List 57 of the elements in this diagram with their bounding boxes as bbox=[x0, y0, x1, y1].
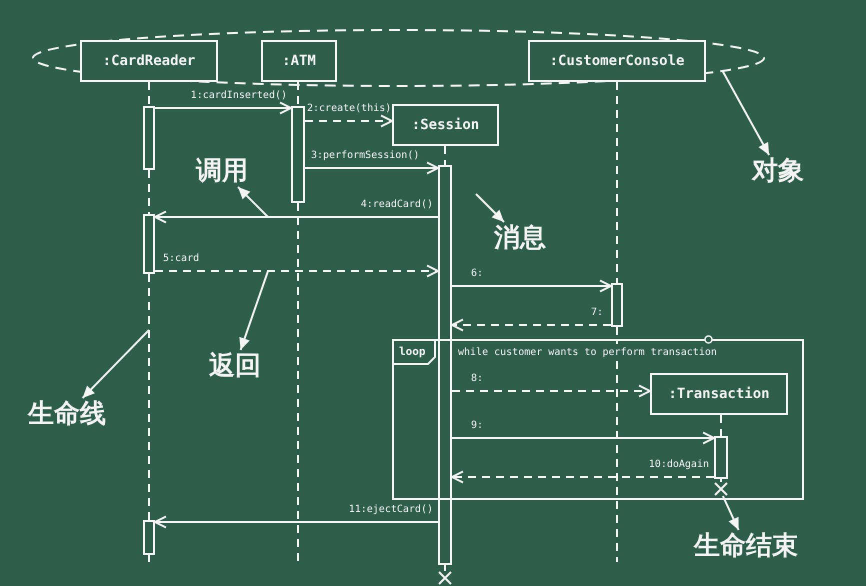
activation-bar bbox=[143, 106, 155, 170]
edge-label: 3:performSession() bbox=[310, 150, 420, 161]
message-arrow bbox=[452, 280, 612, 292]
lifeline bbox=[148, 170, 150, 214]
activation-bar bbox=[438, 165, 452, 565]
message-arrow bbox=[154, 210, 438, 224]
message-arrow bbox=[305, 162, 439, 174]
callout-label: 生命线 bbox=[28, 398, 106, 430]
message-arrow bbox=[154, 516, 438, 528]
lifeline bbox=[616, 326, 618, 563]
lifeline bbox=[720, 415, 722, 436]
message-arrow bbox=[451, 318, 611, 332]
message-arrow bbox=[155, 264, 439, 278]
leader-arrow bbox=[722, 71, 770, 156]
activation-bar bbox=[611, 283, 623, 327]
message-arrow bbox=[305, 114, 393, 128]
edge-label: 4:readCard() bbox=[360, 199, 434, 210]
leader-arrow bbox=[475, 193, 505, 223]
lifeline bbox=[148, 274, 150, 520]
message-arrow bbox=[155, 102, 292, 114]
loop-frame bbox=[392, 339, 804, 500]
object-box: :Session bbox=[392, 104, 499, 146]
object-box: :Transaction bbox=[650, 373, 788, 415]
frame-tag: loop bbox=[394, 341, 436, 365]
callout-label: 消息 bbox=[494, 222, 546, 254]
lifeline bbox=[720, 479, 722, 482]
lifeline bbox=[444, 565, 446, 571]
callout-label: 调用 bbox=[196, 155, 248, 187]
edge-label: 10:doAgain bbox=[648, 459, 710, 470]
activation-bar bbox=[143, 214, 155, 274]
lifeline bbox=[148, 555, 150, 562]
edge-label: 11:ejectCard() bbox=[348, 504, 434, 515]
lifeline bbox=[148, 82, 150, 106]
lifeline bbox=[444, 146, 446, 165]
activation-bar bbox=[291, 106, 305, 203]
guard-condition: while customer wants to perform transaction bbox=[458, 347, 717, 358]
leader-arrow bbox=[239, 270, 269, 350]
leader-arrow bbox=[722, 496, 740, 530]
callout-label: 生命结束 bbox=[694, 530, 798, 562]
activation-bar bbox=[143, 520, 155, 555]
lifeline bbox=[616, 82, 618, 283]
leader-arrow bbox=[82, 329, 150, 399]
edge-label: 5:card bbox=[162, 253, 200, 264]
message-arrow bbox=[452, 432, 715, 444]
message-arrow bbox=[452, 384, 651, 398]
leader-arrow bbox=[237, 186, 269, 218]
cross-icon bbox=[714, 482, 728, 496]
edge-label: 1:cardInserted() bbox=[190, 90, 288, 101]
edge-label: 7: bbox=[590, 307, 604, 318]
edge-label: 2:create(this) bbox=[306, 103, 392, 114]
activation-bar bbox=[714, 436, 728, 479]
cross-icon bbox=[438, 571, 452, 585]
lifeline bbox=[297, 82, 299, 106]
lifeline bbox=[297, 203, 299, 562]
callout-label: 对象 bbox=[752, 155, 804, 187]
message-arrow bbox=[451, 470, 714, 484]
callout-label: 返回 bbox=[209, 350, 261, 382]
